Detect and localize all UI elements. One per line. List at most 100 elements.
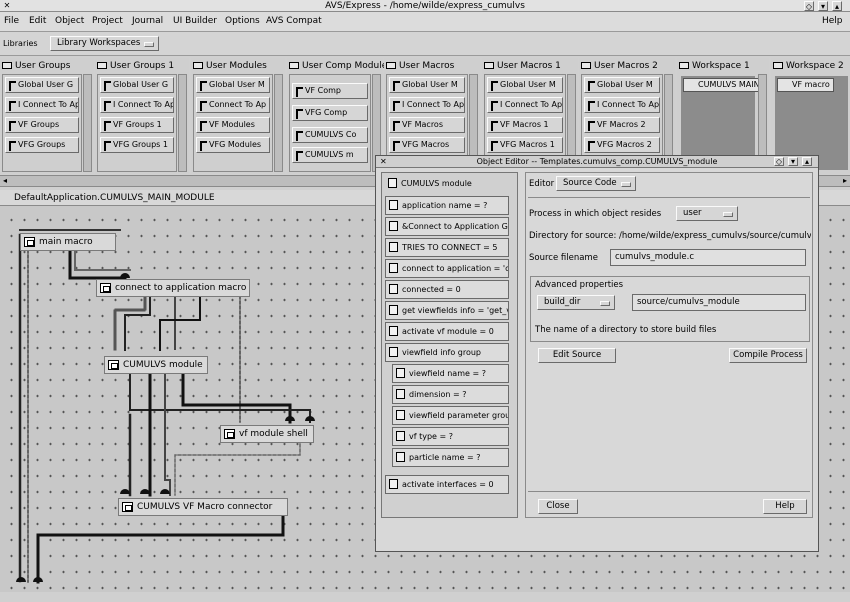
library-workspace-2: Workspace 2 VF macro — [771, 58, 850, 174]
list-item[interactable]: CUMULVS m — [292, 147, 368, 163]
menu-avs-compat[interactable]: AVS Compat — [266, 16, 322, 26]
tree-item[interactable]: CUMULVS module — [385, 175, 509, 194]
advanced-properties-label: Advanced properties — [535, 280, 624, 290]
tree-item[interactable]: &Connect to Application G — [385, 217, 509, 236]
maximize-icon[interactable]: ▴ — [832, 1, 842, 11]
list-item[interactable]: Global User M — [487, 77, 563, 93]
list-item[interactable]: I Connect To Ap — [584, 97, 660, 113]
list-item[interactable]: I Connect To Ap — [487, 97, 563, 113]
close-button[interactable]: Close — [538, 499, 578, 514]
scroll-left-icon[interactable]: ◂ — [2, 176, 7, 185]
list-item[interactable]: Global User M — [584, 77, 660, 93]
folder-icon — [581, 62, 591, 69]
source-directory: Directory for source: /home/wilde/expres… — [529, 231, 811, 241]
library-header: Workspace 1 — [679, 61, 750, 71]
restore-icon[interactable]: ◇ — [774, 157, 784, 166]
object-editor-title: Object Editor -- Templates.cumulvs_comp.… — [476, 157, 718, 166]
list-item[interactable]: I Connect To Ap — [100, 97, 174, 113]
tree-item[interactable]: particle name = ? — [392, 448, 509, 467]
menu-project[interactable]: Project — [92, 16, 123, 26]
scroll-right-icon[interactable]: ▸ — [842, 176, 847, 185]
list-item[interactable]: VFG Modules — [196, 137, 270, 153]
tree-item[interactable]: dimension = ? — [392, 385, 509, 404]
tree-item[interactable]: vf type = ? — [392, 427, 509, 446]
list-item[interactable]: VFG Groups — [5, 137, 79, 153]
process-selector[interactable]: user — [676, 206, 738, 221]
minimize-icon[interactable]: ▾ — [818, 1, 828, 11]
menu-ui-builder[interactable]: UI Builder — [173, 16, 217, 26]
library-header: Workspace 2 — [773, 61, 844, 71]
library-header: User Modules — [193, 61, 267, 71]
library-selector[interactable]: Library Workspaces — [50, 36, 160, 51]
list-item[interactable]: VFG Macros — [389, 137, 465, 153]
tree-item[interactable]: TRIES TO CONNECT = 5 — [385, 238, 509, 257]
list-item[interactable]: CUMULVS Co — [292, 127, 368, 143]
list-item[interactable]: VF Macros — [389, 117, 465, 133]
list-item[interactable]: Global User G — [100, 77, 174, 93]
workspace-item[interactable]: VF macro — [777, 78, 834, 92]
module-icon — [108, 360, 119, 370]
advanced-properties-group: Advanced properties build_dir source/cum… — [530, 276, 810, 342]
tree-item[interactable]: activate vf module = 0 — [385, 322, 509, 341]
build-dir-field[interactable]: source/cumulvs_module — [632, 294, 806, 311]
library-header: User Macros — [386, 61, 454, 71]
folder-icon — [679, 62, 689, 69]
list-item[interactable]: VFG Macros 1 — [487, 137, 563, 153]
tree-item[interactable]: viewfield parameter grou — [392, 406, 509, 425]
node-connect-to-application-macro[interactable]: connect to application macro — [96, 279, 250, 297]
menu-options[interactable]: Options — [225, 16, 260, 26]
list-item[interactable]: Global User G — [5, 77, 79, 93]
node-main-macro[interactable]: main macro — [20, 233, 116, 251]
list-item[interactable]: VF Comp — [292, 83, 368, 99]
list-item[interactable]: Connect To Ap — [196, 97, 270, 113]
maximize-icon[interactable]: ▴ — [802, 157, 812, 166]
folder-icon — [2, 62, 12, 69]
list-item[interactable]: Global User M — [196, 77, 270, 93]
folder-icon — [386, 62, 396, 69]
minimize-icon[interactable]: ▾ — [788, 157, 798, 166]
close-icon[interactable]: ✕ — [3, 1, 11, 10]
library-scrollbar[interactable] — [83, 74, 92, 172]
list-item[interactable]: VFG Comp — [292, 105, 368, 121]
library-list: Global User G I Connect To Ap VF Groups … — [97, 74, 177, 172]
list-item[interactable]: VF Macros 2 — [584, 117, 660, 133]
close-icon[interactable]: ✕ — [380, 157, 387, 166]
workspace-item[interactable]: CUMULVS MAIN — [683, 78, 764, 92]
source-filename-field[interactable]: cumulvs_module.c — [610, 249, 806, 266]
tree-item[interactable]: connect to application = 'co — [385, 259, 509, 278]
tree-item[interactable]: activate interfaces = 0 — [385, 475, 509, 494]
library-scrollbar[interactable] — [274, 74, 283, 172]
menu-edit[interactable]: Edit — [29, 16, 47, 26]
menu-file[interactable]: File — [4, 16, 20, 26]
macro-icon — [100, 283, 111, 293]
node-vf-module-shell[interactable]: vf module shell — [220, 425, 314, 443]
tree-item[interactable]: connected = 0 — [385, 280, 509, 299]
list-item[interactable]: VF Modules — [196, 117, 270, 133]
group-icon — [396, 410, 405, 420]
tree-item[interactable]: viewfield info group — [385, 343, 509, 362]
list-item[interactable]: VFG Groups 1 — [100, 137, 174, 153]
node-cumulvs-module[interactable]: CUMULVS module — [104, 356, 208, 374]
list-item[interactable]: VF Groups 1 — [100, 117, 174, 133]
list-item[interactable]: Global User M — [389, 77, 465, 93]
compile-process-button[interactable]: Compile Process — [729, 348, 807, 363]
list-item[interactable]: I Connect To Ap — [5, 97, 79, 113]
restore-icon[interactable]: ◇ — [804, 1, 814, 11]
advanced-property-selector[interactable]: build_dir — [537, 295, 615, 310]
menu-journal[interactable]: Journal — [132, 16, 164, 26]
list-item[interactable]: VFG Macros 2 — [584, 137, 660, 153]
edit-source-button[interactable]: Edit Source — [538, 348, 616, 363]
list-item[interactable]: I Connect To Ap — [389, 97, 465, 113]
tree-item[interactable]: viewfield name = ? — [392, 364, 509, 383]
editor-selector[interactable]: Source Code — [556, 176, 636, 191]
tree-item[interactable]: application name = ? — [385, 196, 509, 215]
menu-help[interactable]: Help — [822, 16, 843, 26]
help-button[interactable]: Help — [763, 499, 807, 514]
tree-item[interactable]: get viewfields info = 'get_v — [385, 301, 509, 320]
menu-object[interactable]: Object — [55, 16, 85, 26]
list-item[interactable]: VF Groups — [5, 117, 79, 133]
node-cumulvs-vf-macro-connector[interactable]: CUMULVS VF Macro connector — [118, 498, 288, 516]
library-scrollbar[interactable] — [178, 74, 187, 172]
list-item[interactable]: VF Macros 1 — [487, 117, 563, 133]
process-label: Process in which object resides — [529, 209, 662, 219]
